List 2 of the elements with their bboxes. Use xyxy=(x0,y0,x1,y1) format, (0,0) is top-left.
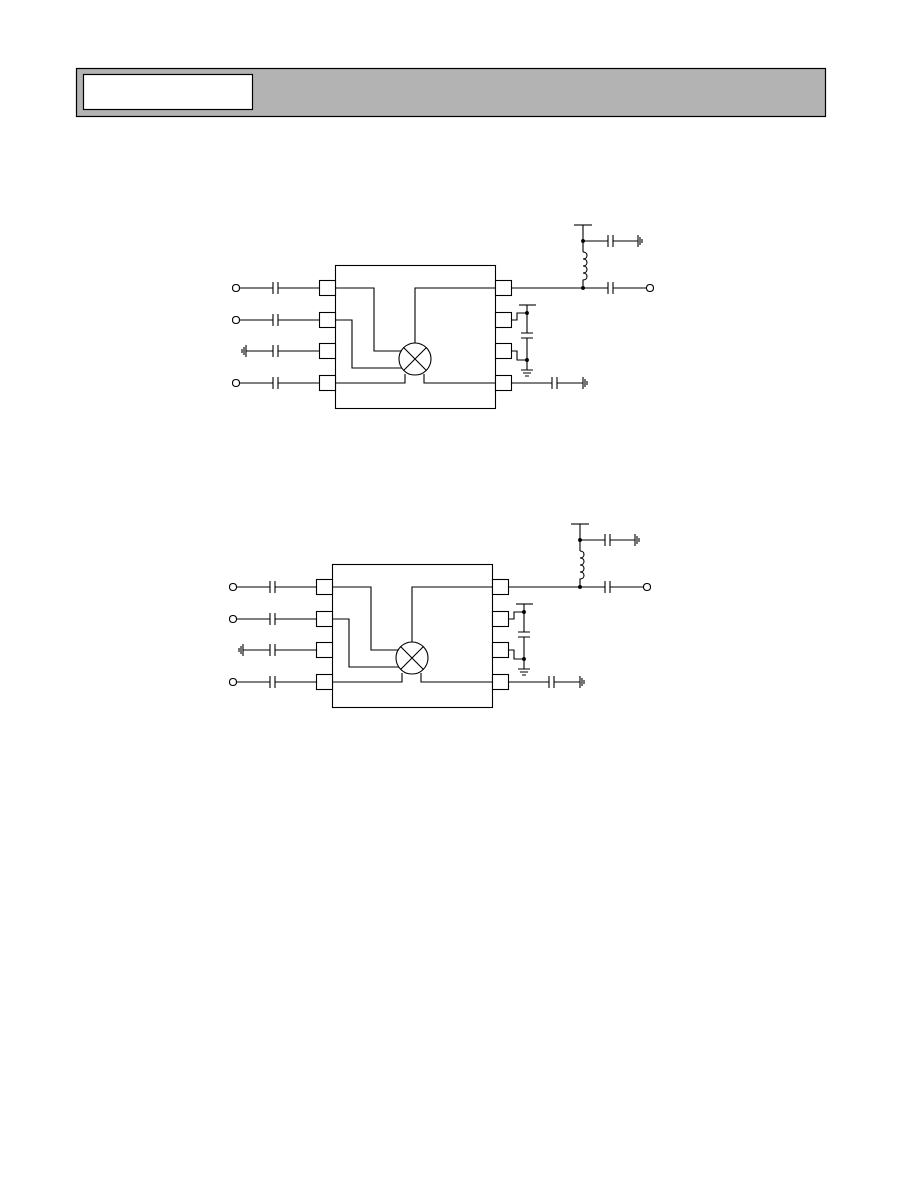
ic-body xyxy=(331,563,494,709)
ic-body xyxy=(334,264,497,410)
